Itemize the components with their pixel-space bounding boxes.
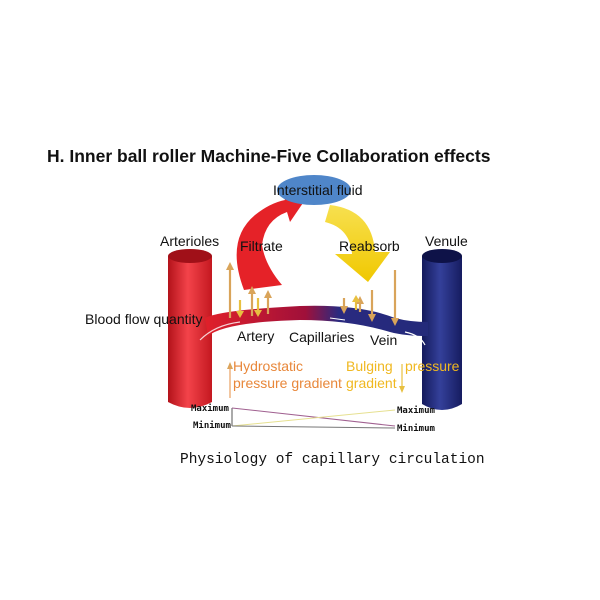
filtrate-arrow bbox=[236, 188, 305, 290]
reabsorb-label: Reabsorb bbox=[339, 238, 400, 254]
left-minimum-label: Minimum bbox=[193, 421, 231, 431]
arteriole-tube bbox=[168, 249, 212, 408]
hydrostatic-label-2: pressure gradient bbox=[233, 375, 342, 391]
arterioles-label: Arterioles bbox=[160, 233, 220, 249]
hydrostatic-label: Hydrostatic bbox=[233, 358, 304, 374]
right-maximum-label: Maximum bbox=[397, 406, 435, 416]
bulging-label: Bulging bbox=[346, 358, 393, 374]
venule-tube bbox=[422, 249, 462, 410]
bulging-pressure-label: pressure bbox=[405, 358, 460, 374]
blood-flow-label: Blood flow quantity bbox=[85, 311, 203, 327]
reabsorb-arrow bbox=[325, 205, 390, 282]
gradient-lines bbox=[231, 407, 396, 429]
page-title: H. Inner ball roller Machine-Five Collab… bbox=[47, 146, 491, 166]
filtrate-label: Filtrate bbox=[240, 238, 283, 254]
bulging-gradient-label: gradient bbox=[346, 375, 397, 391]
vein-label: Vein bbox=[370, 332, 398, 348]
venule-label: Venule bbox=[425, 233, 468, 249]
interstitial-fluid-ellipse bbox=[277, 175, 351, 205]
capillaries-label: Capillaries bbox=[289, 329, 355, 345]
interstitial-fluid-label: Interstitial fluid bbox=[273, 182, 363, 198]
diagram-caption: Physiology of capillary circulation bbox=[180, 452, 485, 468]
right-minimum-label: Minimum bbox=[397, 424, 435, 434]
artery-label: Artery bbox=[237, 328, 275, 344]
left-maximum-label: Maximum bbox=[191, 404, 229, 414]
